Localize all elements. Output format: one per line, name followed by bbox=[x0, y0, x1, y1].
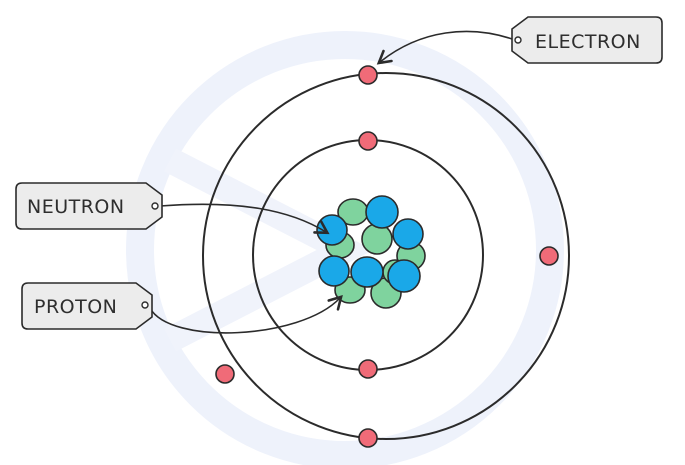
neutron-label: NEUTRON bbox=[27, 196, 125, 218]
proton bbox=[392, 218, 424, 250]
neutron bbox=[361, 223, 393, 255]
electron bbox=[358, 428, 378, 448]
electron-label-tag: ELECTRON bbox=[511, 16, 663, 64]
neutron-arrow bbox=[159, 203, 330, 235]
electron bbox=[215, 364, 235, 384]
electron-arrow bbox=[376, 30, 516, 65]
electron bbox=[539, 246, 559, 266]
nucleus bbox=[316, 195, 426, 309]
tag-hole bbox=[514, 36, 522, 44]
tag-hole bbox=[141, 301, 149, 309]
proton-label: PROTON bbox=[34, 296, 117, 318]
outer-shell bbox=[202, 72, 570, 440]
electrons bbox=[215, 65, 559, 448]
inner-shell bbox=[252, 139, 484, 371]
tag-hole bbox=[151, 202, 159, 210]
neutron-label-tag: NEUTRON bbox=[15, 182, 163, 230]
electron bbox=[358, 131, 378, 151]
proton-arrow bbox=[149, 294, 343, 334]
electron bbox=[358, 359, 378, 379]
proton bbox=[387, 259, 421, 293]
electron bbox=[358, 65, 378, 85]
proton bbox=[350, 256, 384, 288]
electron-label: ELECTRON bbox=[535, 31, 641, 53]
proton-label-tag: PROTON bbox=[21, 282, 153, 330]
proton bbox=[318, 255, 350, 287]
proton bbox=[365, 195, 399, 229]
